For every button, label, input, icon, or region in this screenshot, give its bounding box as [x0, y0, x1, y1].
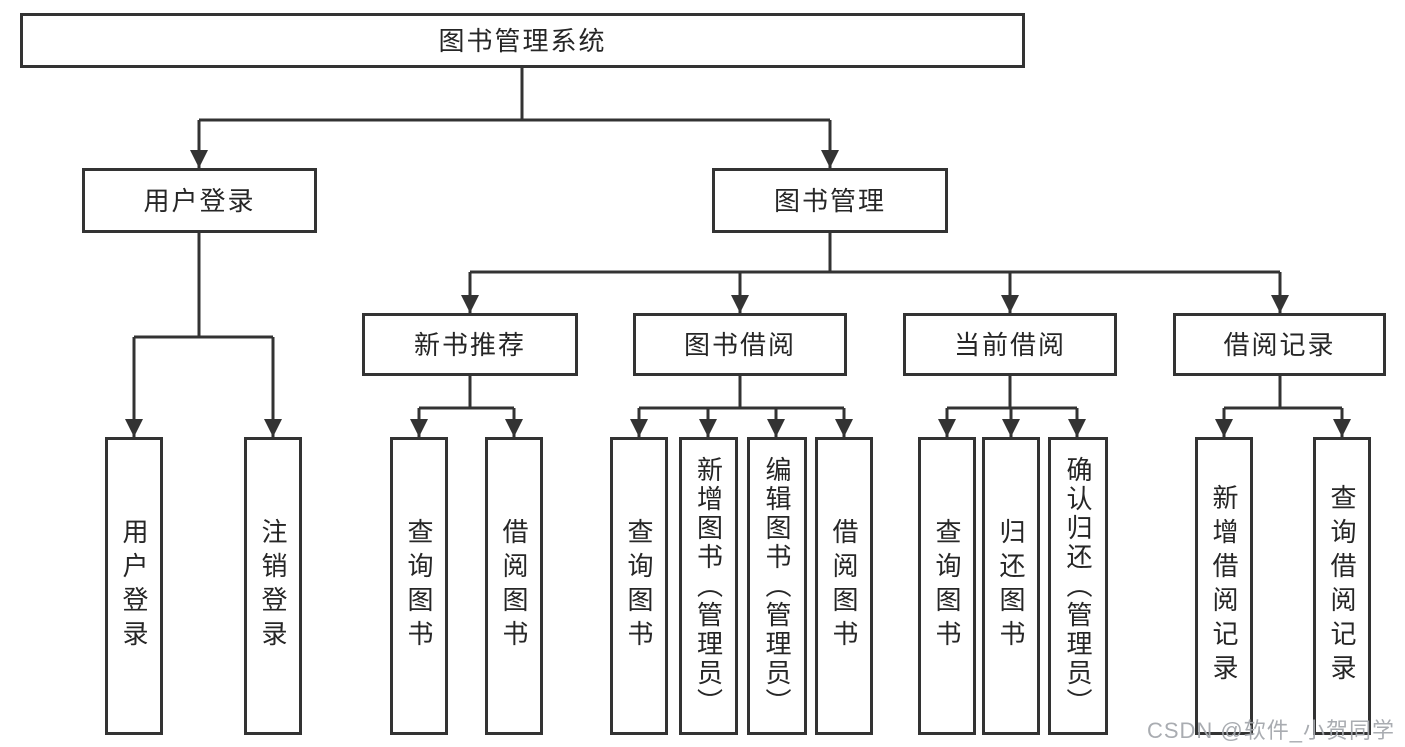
csdn-watermark: CSDN @软件_小贺同学 [1146, 718, 1395, 743]
node-label: 查询图书 [624, 518, 654, 654]
node-label: 确认归还（管理员） [1063, 455, 1093, 717]
leaf-add-borrow-record: 新增借阅记录 [1195, 437, 1253, 735]
node-label: 当前借阅 [953, 329, 1066, 360]
node-label: 用户登录 [143, 185, 256, 216]
node-current-borrowing: 当前借阅 [903, 313, 1117, 376]
node-label: 查询图书 [404, 518, 434, 654]
leaf-borrow-books-recommend: 借阅图书 [485, 437, 543, 735]
node-label: 用户登录 [119, 518, 149, 654]
leaf-user-login: 用户登录 [105, 437, 163, 735]
node-borrow-records: 借阅记录 [1173, 313, 1386, 376]
leaf-borrow-books: 借阅图书 [815, 437, 873, 735]
leaf-query-borrow-record: 查询借阅记录 [1313, 437, 1371, 735]
node-label: 查询借阅记录 [1327, 484, 1357, 688]
node-label: 新书推荐 [413, 329, 526, 360]
node-label: 借阅图书 [829, 518, 859, 654]
leaf-add-books-admin: 新增图书（管理员） [679, 437, 738, 735]
node-book-borrowing: 图书借阅 [633, 313, 847, 376]
node-label: 图书管理系统 [438, 25, 607, 56]
leaf-confirm-return-admin: 确认归还（管理员） [1048, 437, 1108, 735]
node-label: 借阅图书 [499, 518, 529, 654]
leaf-query-books-current: 查询图书 [918, 437, 976, 735]
node-label: 查询图书 [932, 518, 962, 654]
leaf-query-books-borrowing: 查询图书 [610, 437, 668, 735]
node-label: 编辑图书（管理员） [762, 455, 792, 717]
node-label: 图书管理 [773, 185, 886, 216]
node-label: 图书借阅 [683, 329, 796, 360]
node-label: 新增借阅记录 [1209, 484, 1239, 688]
leaf-edit-books-admin: 编辑图书（管理员） [747, 437, 807, 735]
node-label: 借阅记录 [1223, 329, 1336, 360]
node-user-login: 用户登录 [82, 168, 317, 233]
node-label: 归还图书 [996, 518, 1026, 654]
node-label: 新增图书（管理员） [693, 455, 724, 717]
leaf-return-books: 归还图书 [982, 437, 1040, 735]
leaf-query-books-recommend: 查询图书 [390, 437, 448, 735]
leaf-logout: 注销登录 [244, 437, 302, 735]
node-root-system: 图书管理系统 [20, 13, 1025, 68]
node-label: 注销登录 [258, 518, 288, 654]
node-book-management: 图书管理 [712, 168, 948, 233]
node-new-book-recommend: 新书推荐 [362, 313, 578, 376]
